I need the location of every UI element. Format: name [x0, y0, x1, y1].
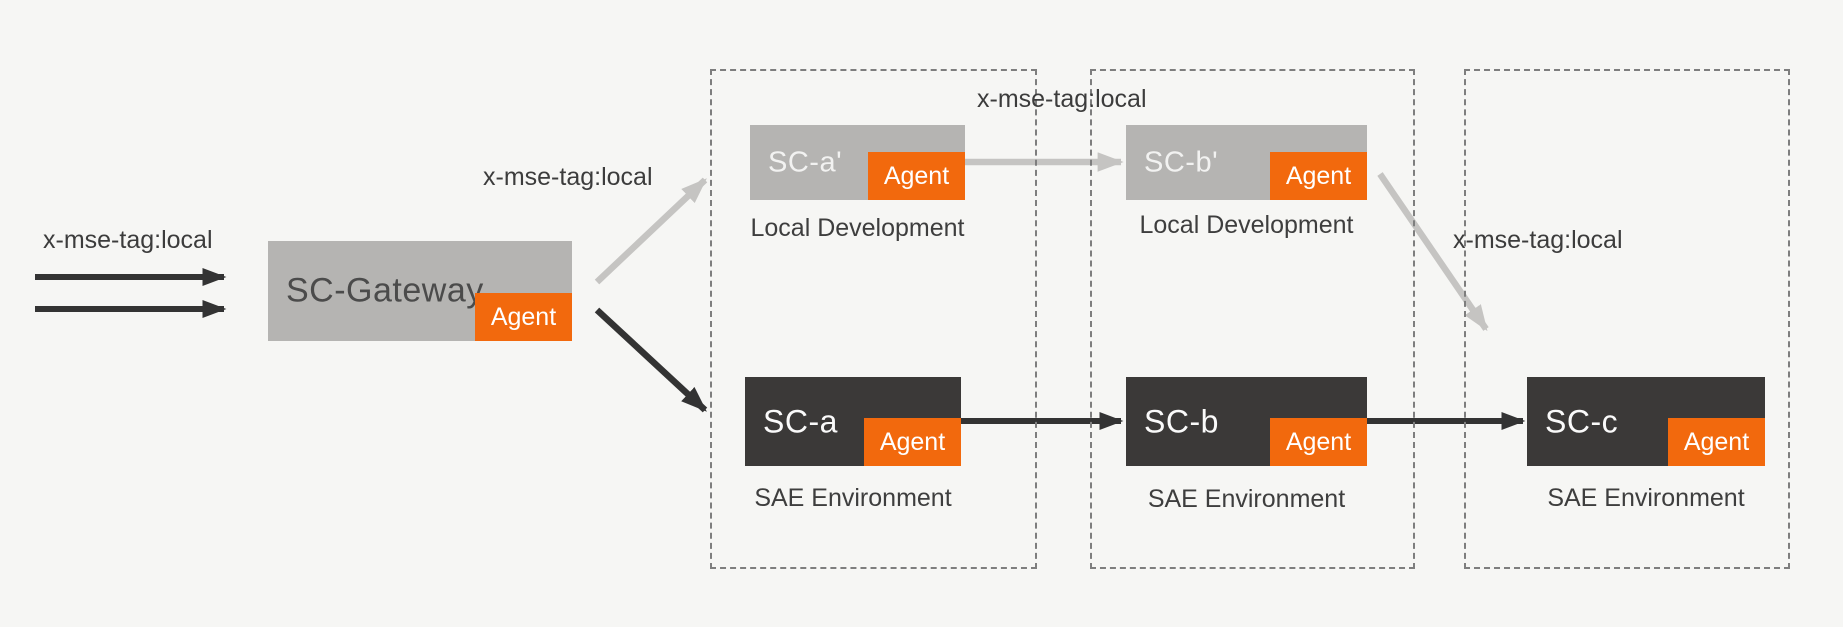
env-group-box-2: [1090, 69, 1415, 569]
node-name: SC-Gateway: [286, 271, 484, 310]
node-name: SC-a': [768, 146, 843, 178]
tag-label-local-b-to-sae-c: x-mse-tag:local: [1453, 226, 1623, 254]
node-name: SC-c: [1545, 403, 1619, 439]
node-sc-b: SC-b Agent: [1126, 377, 1367, 466]
tag-label-gateway-to-local: x-mse-tag:local: [483, 163, 653, 191]
node-sc-c: SC-c Agent: [1527, 377, 1765, 466]
node-name: SC-b': [1144, 146, 1219, 178]
node-name: SC-b: [1144, 403, 1219, 439]
label-local-development-2: Local Development: [1139, 211, 1354, 239]
arrow-gateway-to-sc-a: [594, 307, 708, 413]
node-name: SC-a: [763, 403, 838, 439]
agent-badge: Agent: [1668, 418, 1765, 466]
node-sc-b-local: SC-b' Agent: [1126, 125, 1367, 200]
agent-badge: Agent: [475, 293, 572, 341]
tag-label-local-a-to-local-b: x-mse-tag:local: [977, 85, 1147, 113]
node-sc-a: SC-a Agent: [745, 377, 961, 466]
node-sc-a-local: SC-a' Agent: [750, 125, 965, 200]
agent-badge: Agent: [868, 152, 965, 200]
node-sc-gateway: SC-Gateway Agent: [268, 241, 572, 341]
agent-badge: Agent: [1270, 152, 1367, 200]
arrow-gateway-to-sc-a-local: [594, 177, 708, 285]
label-sae-environment-3: SAE Environment: [1547, 484, 1745, 512]
agent-badge: Agent: [1270, 418, 1367, 466]
tag-label-incoming: x-mse-tag:local: [43, 226, 213, 254]
label-sae-environment-1: SAE Environment: [754, 484, 952, 512]
label-sae-environment-2: SAE Environment: [1147, 485, 1346, 513]
env-group-box-3: [1464, 69, 1790, 569]
env-group-box-1: [710, 69, 1037, 569]
label-local-development-1: Local Development: [750, 214, 965, 242]
agent-badge: Agent: [864, 418, 961, 466]
